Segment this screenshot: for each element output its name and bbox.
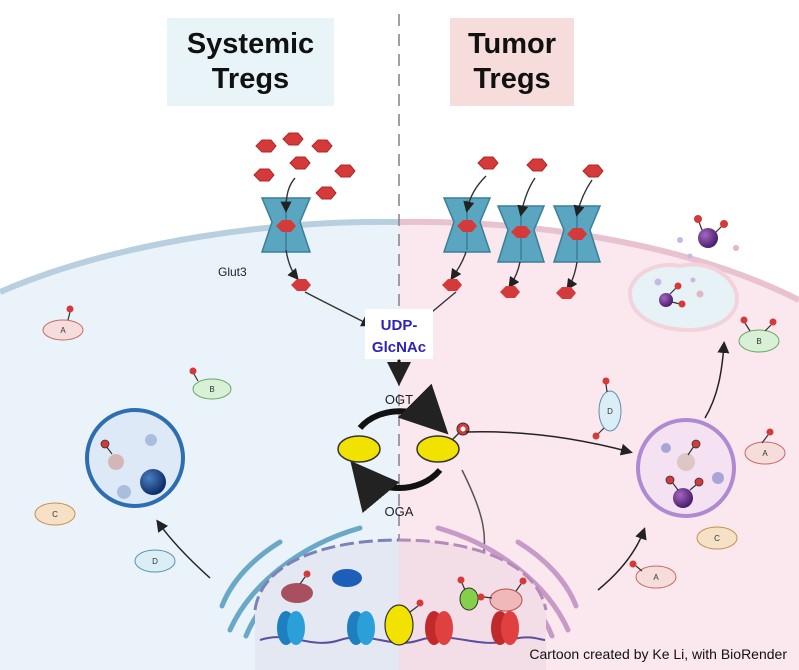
glucose-hexagon (282, 132, 304, 146)
glucose-hexagon (253, 168, 275, 182)
glut3-transporter-left (260, 197, 312, 253)
glucose-hexagon (255, 139, 277, 153)
glucose-hexagon (334, 164, 356, 178)
chromatin (259, 569, 546, 646)
tf-blue (332, 569, 362, 587)
udp-glcnac-box (365, 309, 433, 359)
glut3-transporter-right-3 (552, 205, 602, 263)
protein-d-label: D (152, 557, 158, 566)
exocytosis-vesicle (627, 215, 739, 333)
ogt-cycle-arrow (357, 383, 449, 435)
glucose-hexagon (289, 156, 311, 170)
oga-cycle-arrow (350, 460, 443, 514)
protein-b-label: B (209, 385, 214, 394)
oga-label: OGA (385, 504, 414, 519)
systemic-tregs-header: Systemic Tregs (167, 18, 334, 106)
glucose-hexagon (477, 156, 499, 170)
protein-b-right: B (738, 316, 780, 353)
protein-a-label: A (60, 326, 66, 335)
glucose-hexagon (582, 164, 604, 178)
protein-c-left: C (34, 502, 76, 526)
systemic-tregs-title: Systemic Tregs (186, 28, 315, 95)
credit-text: Cartoon created by Ke Li, with BioRender (529, 646, 787, 662)
tf-green (459, 587, 479, 611)
protein-b-label: B (756, 337, 761, 346)
tumor-tregs-header: Tumor Tregs (450, 18, 574, 106)
intracellular-glucose (291, 279, 576, 299)
protein-c-label: C (714, 534, 720, 543)
nucleosome-right-1 (425, 611, 453, 645)
udp-glcnac-line2: GlcNAc (372, 339, 426, 356)
protein-d-left: D (134, 549, 176, 573)
nucleosome-left-1 (277, 611, 305, 645)
tf-maroon (281, 583, 313, 603)
systemic-lysosome (85, 408, 185, 508)
ogt-label: OGT (385, 392, 413, 407)
nucleosome-right-2 (491, 611, 519, 645)
nucleosome-left-2 (347, 611, 375, 645)
glucose-hexagon (315, 186, 337, 200)
systemic-cell (0, 218, 400, 670)
tf-pink (489, 588, 523, 612)
unmodified-protein (337, 435, 381, 463)
protein-d-label: D (607, 407, 613, 416)
glut3-transporter-right-2 (496, 205, 546, 263)
protein-a-label: A (762, 449, 768, 458)
protein-a-right-lower: A (629, 560, 677, 589)
glucose-hexagon (311, 139, 333, 153)
glut3-label: Glut3 (218, 265, 247, 279)
tumor-tregs-title: Tumor Tregs (467, 28, 557, 95)
protein-c-right: C (696, 526, 738, 550)
tumor-lysosome (636, 418, 736, 518)
protein-d-right: D (592, 377, 622, 440)
udp-glcnac-line1: UDP- (381, 317, 418, 334)
uptake-arrows (280, 175, 593, 291)
tf-yellow-nuclear (384, 604, 414, 646)
protein-a-right: A (744, 428, 786, 465)
protein-a-label: A (653, 573, 659, 582)
protein-a-left: A (42, 305, 84, 341)
glucose-molecules (253, 132, 604, 200)
protein-b-left: B (189, 367, 232, 400)
glucose-hexagon (526, 158, 548, 172)
protein-c-label: C (52, 510, 58, 519)
oglcnac-protein (416, 435, 460, 463)
